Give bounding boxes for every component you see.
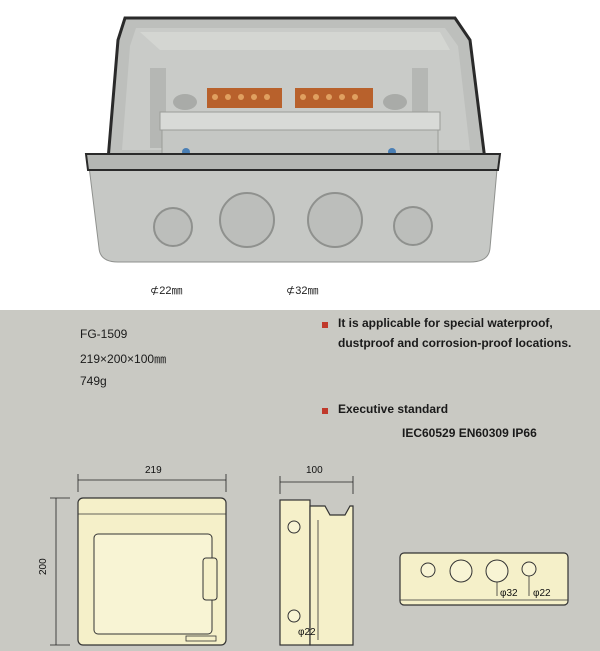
bottom-hole-22-label: φ22 bbox=[533, 588, 551, 599]
bottom-hole-32-label: φ32 bbox=[500, 588, 518, 599]
feature-line-2: dustproof and corrosion-proof locations. bbox=[338, 336, 572, 350]
hole-22-caption: ⊄22㎜ bbox=[150, 285, 183, 297]
feature-line-1: It is applicable for special waterproof, bbox=[338, 316, 553, 330]
side-hole-label: φ22 bbox=[298, 627, 316, 638]
enclosure-photo bbox=[84, 16, 502, 263]
dimensions: 219×200×100㎜ bbox=[80, 352, 167, 366]
technical-drawings: 219 200 100 φ22 bbox=[38, 465, 569, 646]
bullet-icon bbox=[322, 408, 328, 414]
bottom-view-drawing: φ32 φ22 bbox=[399, 552, 569, 606]
standard-title: Executive standard bbox=[338, 402, 449, 416]
model-number: FG-1509 bbox=[80, 327, 128, 341]
front-height-label: 200 bbox=[38, 558, 49, 575]
weight: 749g bbox=[80, 374, 107, 388]
front-view-drawing: 219 200 bbox=[38, 465, 227, 646]
terminal-block-left bbox=[207, 88, 282, 108]
product-photo: ⊄22㎜ ⊄32㎜ bbox=[0, 0, 600, 310]
hole-32-caption: ⊄32㎜ bbox=[286, 285, 319, 297]
front-width-label: 219 bbox=[145, 465, 162, 476]
side-depth-label: 100 bbox=[306, 465, 323, 476]
spec-panel: FG-1509 219×200×100㎜ 749g It is applicab… bbox=[0, 310, 600, 651]
side-view-drawing: 100 φ22 bbox=[279, 465, 354, 646]
terminal-block-right bbox=[295, 88, 373, 108]
standard-list: IEC60529 EN60309 IP66 bbox=[402, 426, 537, 440]
bullet-icon bbox=[322, 322, 328, 328]
